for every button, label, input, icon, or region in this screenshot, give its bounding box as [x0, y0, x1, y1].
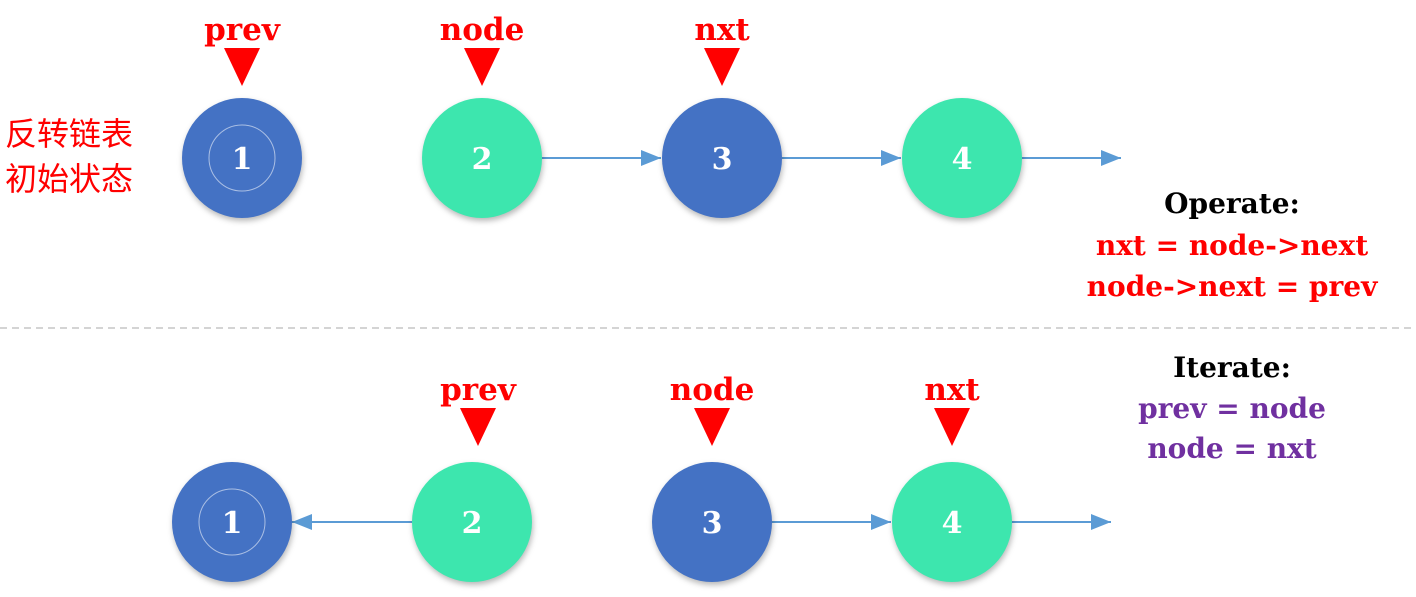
- before-node-4: 4: [902, 98, 1022, 218]
- after-node-3-circle: [652, 462, 772, 582]
- before-pointer-nxt: nxt: [694, 12, 750, 48]
- before-pointer-nxt-triangle: [704, 48, 740, 86]
- after-node-2: 2: [412, 462, 532, 582]
- after-node-4: 4: [892, 462, 1012, 582]
- after-pointer-prev: prev: [440, 372, 517, 408]
- before-pointer-prev-triangle: [224, 48, 260, 86]
- before-node-1-circle: [182, 98, 302, 218]
- after-state: Iterate: prev = node node = nxt prev nod…: [172, 351, 1326, 582]
- before-node-1: 1: [182, 98, 302, 218]
- after-node-2-label: 2: [462, 506, 483, 541]
- before-node-3-circle: [662, 98, 782, 218]
- after-node-3: 3: [652, 462, 772, 582]
- before-pointer-node: node: [440, 12, 525, 48]
- caption-line-2: 初始状态: [5, 160, 133, 198]
- before-node-2-label: 2: [472, 142, 493, 177]
- after-node-4-label: 4: [942, 506, 963, 541]
- after-pointer-nxt: nxt: [924, 372, 980, 408]
- before-node-1-label: 1: [232, 142, 253, 177]
- before-state: prev node nxt 1 2 3 4 Operate: n: [182, 12, 1378, 303]
- after-node-1-ring: [198, 488, 266, 556]
- operate-line-1: nxt = node->next: [1096, 229, 1368, 262]
- after-node-2-circle: [412, 462, 532, 582]
- iterate-line-2: node = nxt: [1147, 432, 1316, 465]
- after-pointer-node: node: [670, 372, 755, 408]
- operate-line-2: node->next = prev: [1087, 270, 1378, 303]
- after-node-4-circle: [892, 462, 1012, 582]
- after-pointer-prev-triangle: [460, 408, 496, 446]
- operate-heading: Operate:: [1164, 187, 1300, 220]
- caption-line-1: 反转链表: [5, 115, 133, 153]
- after-node-3-label: 3: [702, 506, 723, 541]
- before-node-3-label: 3: [712, 142, 733, 177]
- before-node-1-ring: [208, 124, 276, 192]
- before-node-2-circle: [422, 98, 542, 218]
- before-pointer-prev: prev: [204, 12, 281, 48]
- before-pointer-node-triangle: [464, 48, 500, 86]
- iterate-heading: Iterate:: [1173, 351, 1291, 384]
- iterate-line-1: prev = node: [1138, 392, 1326, 425]
- after-node-1-circle: [172, 462, 292, 582]
- before-node-4-circle: [902, 98, 1022, 218]
- before-node-3: 3: [662, 98, 782, 218]
- after-pointer-node-triangle: [694, 408, 730, 446]
- after-pointer-nxt-triangle: [934, 408, 970, 446]
- before-node-2: 2: [422, 98, 542, 218]
- after-node-1: 1: [172, 462, 292, 582]
- after-node-1-label: 1: [222, 506, 243, 541]
- before-node-4-label: 4: [952, 142, 973, 177]
